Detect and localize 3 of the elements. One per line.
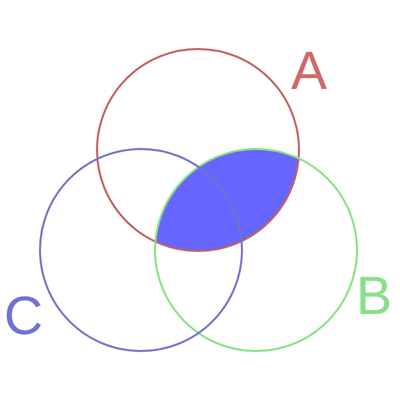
set-label: A [291,44,328,98]
set-label: C [4,289,43,343]
set-label: B [356,269,392,323]
